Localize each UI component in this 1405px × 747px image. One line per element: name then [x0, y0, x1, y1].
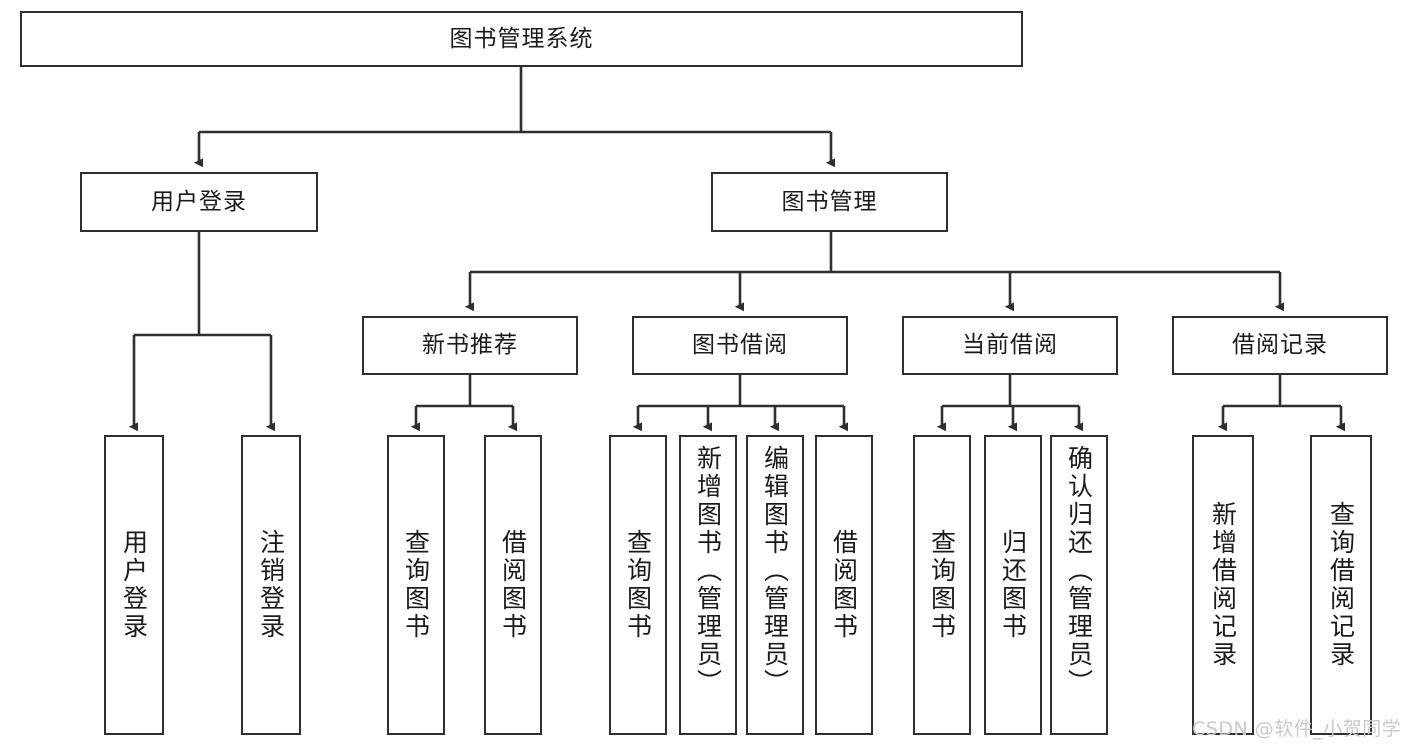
leaf-logout[interactable]: 注销登录 — [241, 435, 301, 735]
leaf-add-borrow-record[interactable]: 新增借阅记录 — [1192, 435, 1254, 735]
node-root[interactable]: 图书管理系统 — [20, 11, 1023, 67]
leaf-query-books-borrowing[interactable]: 查询图书 — [609, 435, 667, 735]
csdn-watermark: CSDN @软件_小贺同学 — [1192, 718, 1402, 740]
leaf-borrow-books-recommend[interactable]: 借阅图书 — [484, 435, 542, 735]
leaf-confirm-return-admin[interactable]: 确认归还（管理员） — [1050, 435, 1108, 735]
node-borrow-records[interactable]: 借阅记录 — [1172, 316, 1388, 375]
node-book-management[interactable]: 图书管理 — [711, 172, 948, 232]
node-user-login[interactable]: 用户登录 — [80, 172, 318, 232]
node-current-borrowing[interactable]: 当前借阅 — [902, 316, 1118, 375]
leaf-edit-book-admin[interactable]: 编辑图书（管理员） — [746, 435, 804, 735]
leaf-query-books-current[interactable]: 查询图书 — [913, 435, 971, 735]
leaf-query-borrow-record[interactable]: 查询借阅记录 — [1310, 435, 1372, 735]
leaf-add-book-admin[interactable]: 新增图书（管理员） — [679, 435, 737, 735]
node-book-borrowing[interactable]: 图书借阅 — [632, 316, 848, 375]
leaf-query-books-recommend[interactable]: 查询图书 — [387, 435, 445, 735]
leaf-return-books[interactable]: 归还图书 — [984, 435, 1042, 735]
leaf-user-login[interactable]: 用户登录 — [104, 435, 164, 735]
node-new-book-recommendation[interactable]: 新书推荐 — [362, 316, 578, 375]
leaf-borrow-books-borrowing[interactable]: 借阅图书 — [815, 435, 873, 735]
